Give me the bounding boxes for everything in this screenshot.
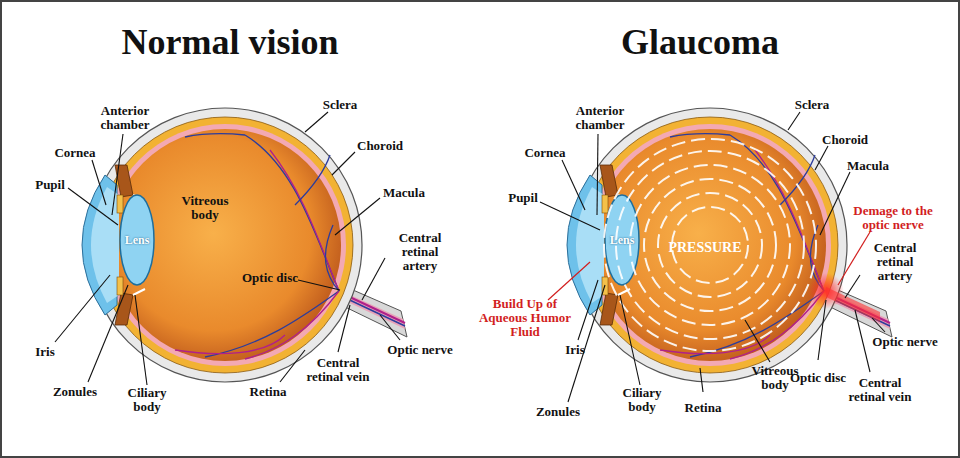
part-label: Pupil xyxy=(508,191,538,205)
part-label: Retina xyxy=(685,401,722,415)
part-label: Choroid xyxy=(357,139,403,153)
part-label: Lens xyxy=(610,233,635,247)
part-label: Cornea xyxy=(54,146,95,160)
part-label: Pupil xyxy=(35,178,65,192)
part-label: Iris xyxy=(35,345,55,359)
part-label: Anterior chamber xyxy=(560,104,640,132)
part-label: Central retinal artery xyxy=(860,241,930,283)
part-label: Ciliary body xyxy=(117,386,177,414)
part-label: Vitreous body xyxy=(170,194,240,222)
part-label: Sclera xyxy=(795,98,830,112)
part-label: Central retinal vein xyxy=(303,356,373,384)
part-label: Anterior chamber xyxy=(85,104,165,132)
part-label: Central retinal artery xyxy=(385,231,455,273)
part-label: Macula xyxy=(847,159,889,173)
part-label: Choroid xyxy=(822,133,868,147)
part-label: Ciliary body xyxy=(612,386,672,414)
part-label: Optic disc xyxy=(790,371,846,385)
part-label: Lens xyxy=(125,233,150,247)
panel-title: Glaucoma xyxy=(621,22,779,62)
part-label: Cornea xyxy=(524,146,565,160)
part-label: Demage to the optic nerve xyxy=(838,204,948,232)
part-label: Iris xyxy=(565,343,585,357)
part-label: Optic nerve xyxy=(872,335,937,349)
panel-title: Normal vision xyxy=(121,22,338,62)
part-label: Build Up of Aqueous Humor Fluid xyxy=(475,297,575,339)
part-label: PRESSURE xyxy=(668,241,741,255)
part-label: Macula xyxy=(383,186,425,200)
part-label: Sclera xyxy=(323,98,358,112)
part-label: Zonules xyxy=(53,385,97,399)
part-label: Optic disc xyxy=(242,271,298,285)
part-label: Central retinal vein xyxy=(845,376,915,404)
part-label: Optic nerve xyxy=(387,343,452,357)
part-label: Zonules xyxy=(536,405,580,419)
part-label: Retina xyxy=(250,385,287,399)
